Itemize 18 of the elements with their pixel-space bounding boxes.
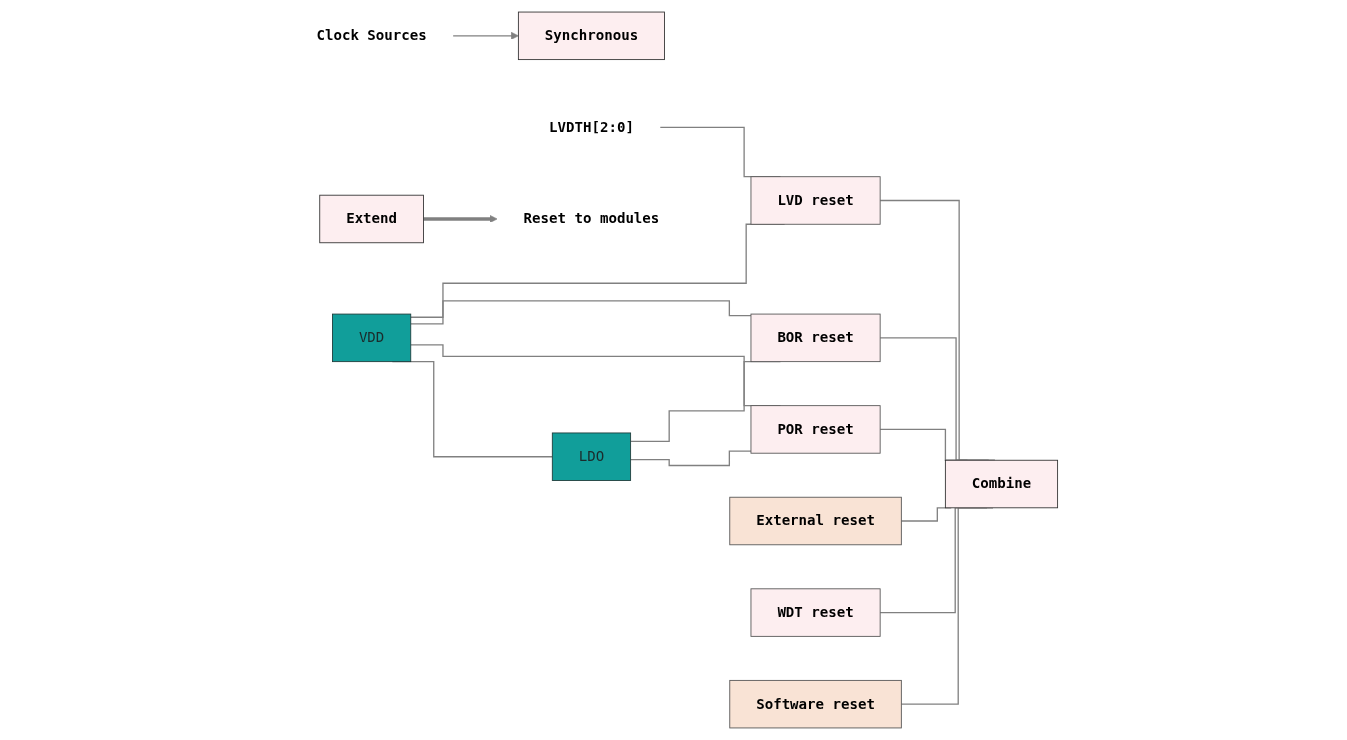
- arrow: [423, 215, 498, 223]
- node-box: Synchronous: [517, 11, 665, 61]
- node-box: BOR reset: [750, 313, 881, 363]
- node-box: VDD: [331, 313, 411, 363]
- node-box: POR reset: [750, 405, 881, 454]
- arrow: [452, 31, 519, 40]
- node-box: LVD reset: [750, 176, 881, 225]
- node-text: Clock Sources: [316, 27, 427, 44]
- node-text: Reset to modules: [523, 210, 659, 227]
- node-text: LVDTH[2:0]: [548, 118, 634, 136]
- node-box: Extend: [318, 194, 424, 244]
- node-box: Software reset: [729, 679, 902, 729]
- node-box: Combine: [944, 459, 1058, 509]
- connector: [409, 300, 752, 325]
- connector: [629, 450, 752, 467]
- node-box: WDT reset: [750, 588, 881, 637]
- node-box: External reset: [729, 496, 902, 546]
- node-box: LDO: [551, 432, 631, 481]
